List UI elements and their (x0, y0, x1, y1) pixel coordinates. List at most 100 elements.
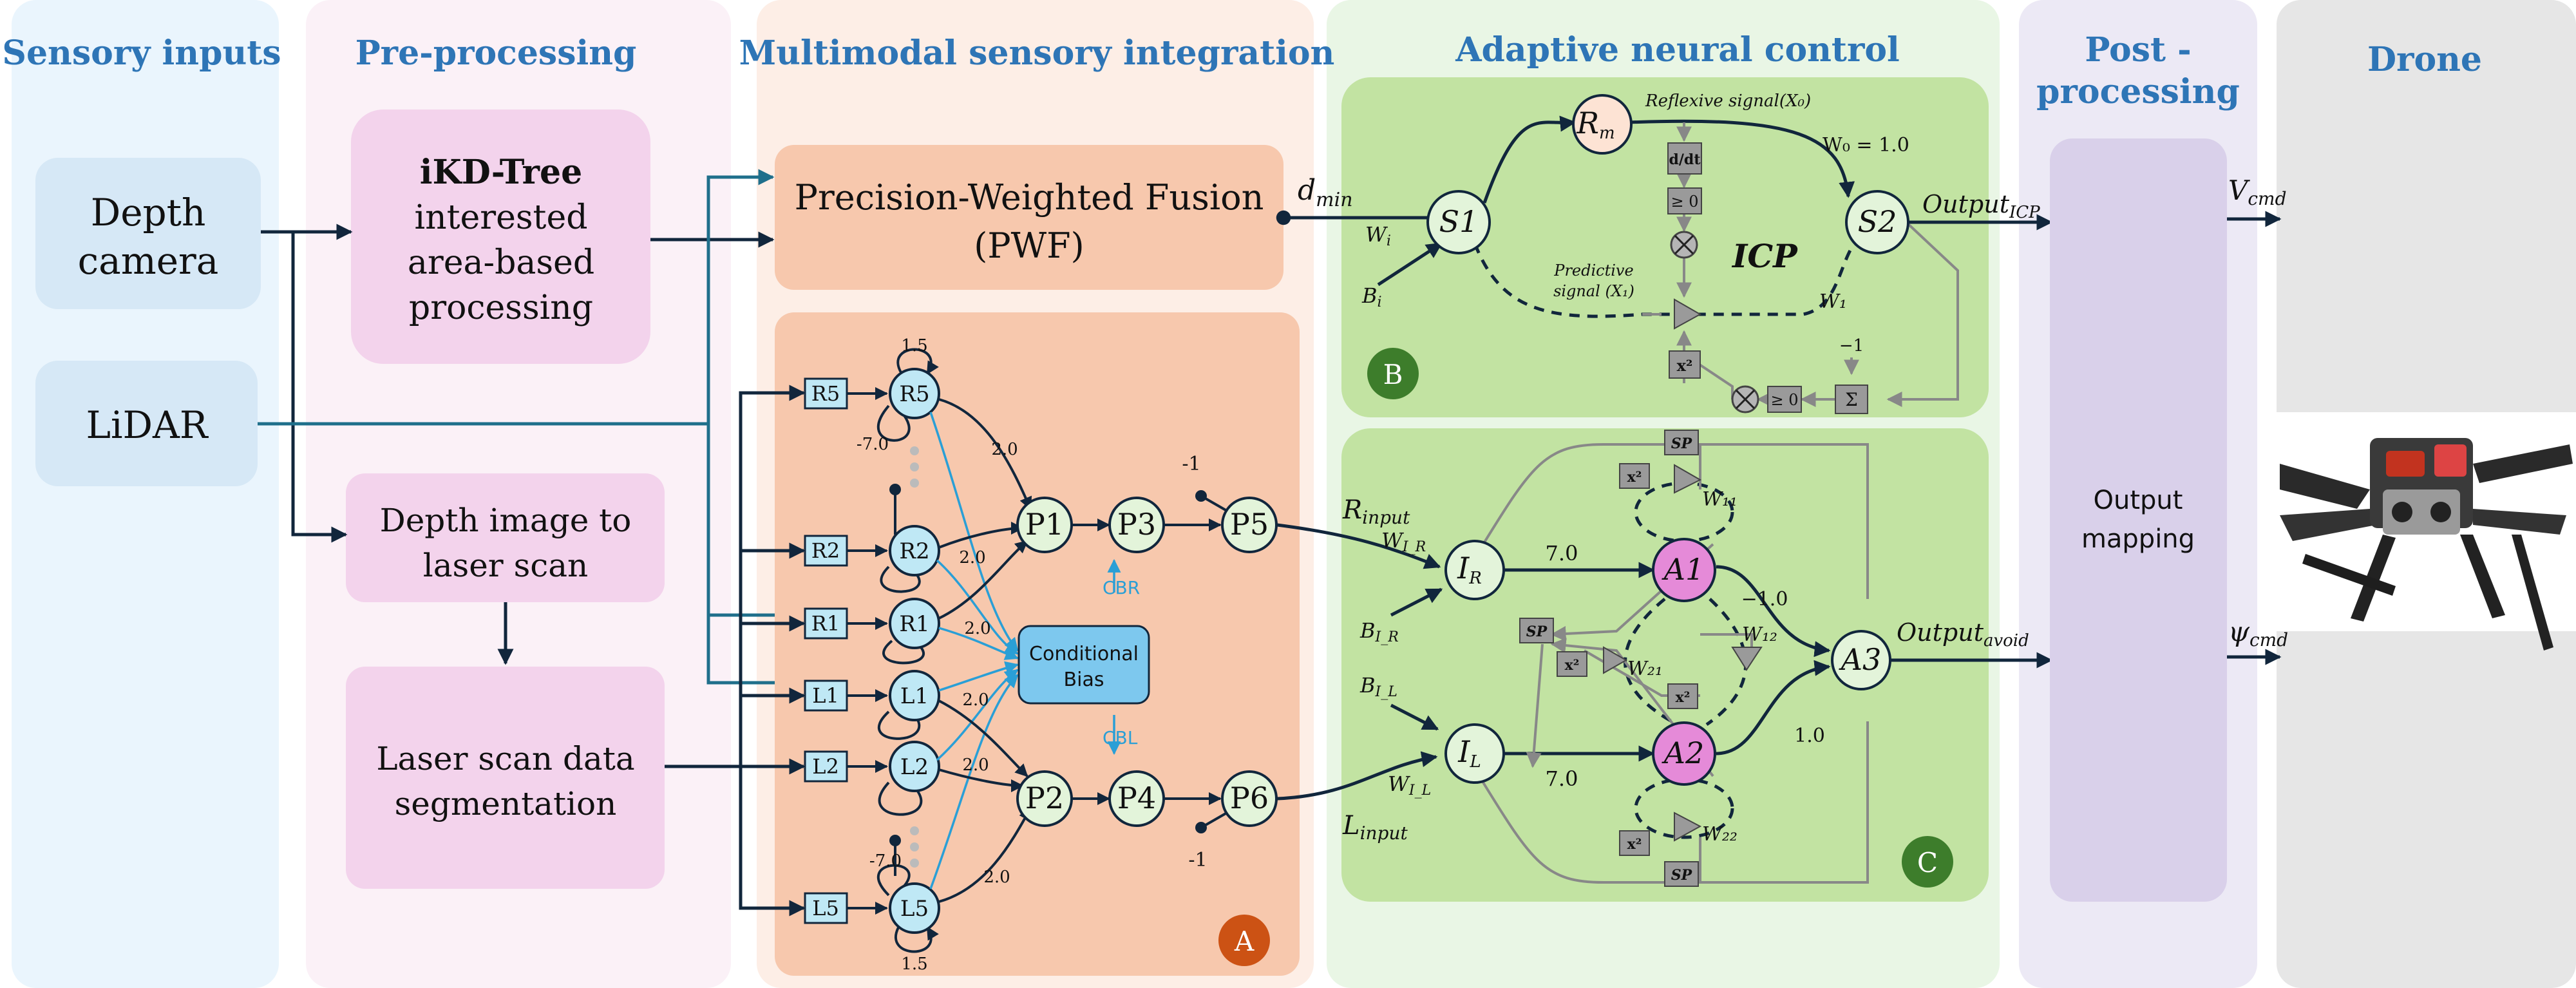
bir-label: BI_R (1359, 618, 1399, 645)
pwf-box (775, 145, 1283, 290)
weight-neg1-0: −1.0 (1741, 588, 1788, 611)
neuron-il (1444, 723, 1505, 784)
header-post-l1: Post - (2085, 30, 2191, 70)
geq0-bottom-label: ≥ 0 (1770, 391, 1798, 409)
header-post-l2: processing (2036, 72, 2240, 111)
gain-w22-icon (1674, 812, 1702, 842)
wi-label: Wi (1365, 222, 1391, 249)
x2-box-mid-right (1667, 683, 1698, 709)
ellipsis-dots (910, 446, 919, 868)
badge-a-label: A (1234, 926, 1255, 957)
x2-box-top-left (1619, 463, 1650, 489)
weight-2-0-l2: 2.0 (962, 755, 989, 775)
ikd-tree-l4: processing (409, 289, 593, 327)
bias-minus1-bottom: -1 (1188, 849, 1207, 871)
neuron-r2-label: R2 (899, 538, 929, 564)
psicmd-label: ψcmd (2228, 616, 2288, 651)
input-l2-label: L2 (812, 754, 839, 779)
ikd-tree-title: iKD-Tree (420, 153, 582, 192)
bias-lines (929, 412, 1121, 889)
geq0-box-top (1667, 187, 1702, 214)
ikd-tree-l2: interested (414, 198, 587, 237)
header-anc: Adaptive neural control (1455, 30, 1900, 70)
neuron-s1 (1426, 190, 1491, 254)
neuron-r1-label: R1 (899, 611, 929, 637)
neuron-s2 (1845, 190, 1909, 254)
depth-camera-l1: Depth (91, 191, 206, 234)
x2-mid-right-label: x² (1676, 689, 1690, 706)
output-mapping-l2: mapping (2081, 524, 2195, 554)
neuron-s1-label: S1 (1439, 204, 1479, 239)
weight-1-5-bottom: 1.5 (901, 955, 927, 974)
neuron-r5-label: R5 (899, 381, 929, 407)
neuron-s2-label: S2 (1858, 204, 1897, 239)
bias-minus1-top: -1 (1182, 453, 1200, 475)
input-r1-box (804, 607, 848, 640)
badge-a (1218, 915, 1270, 966)
badge-b-label: B (1383, 359, 1403, 390)
gain-w21-icon (1603, 646, 1628, 674)
sp-bottom-label: SP (1671, 867, 1693, 884)
weight-2-0-r1: 2.0 (964, 619, 990, 638)
weight-2-0-l1: 2.0 (962, 690, 989, 710)
reflexive-label: Reflexive signal(X₀) (1645, 91, 1811, 111)
icp-lines (1276, 115, 2053, 287)
x2-box-bottom-left (1619, 830, 1650, 856)
p-neuron-lines (1072, 490, 1227, 833)
cbr-label: CBR (1103, 577, 1140, 598)
bil-label: BI_L (1359, 673, 1397, 700)
neuron-p1 (1016, 497, 1073, 553)
x2-top-left-label: x² (1627, 469, 1642, 486)
input-l1-label: L1 (812, 683, 839, 708)
output-icp-label: OutputICP (1922, 190, 2040, 222)
input-r5-label: R5 (811, 381, 840, 406)
x2-box-mid (1557, 651, 1587, 677)
neuron-ir-label: IR (1457, 551, 1482, 588)
sp-box-top (1664, 430, 1699, 455)
depth-to-laser-box (346, 473, 665, 602)
depth-camera-l2: camera (78, 239, 219, 283)
lidar-label: LiDAR (86, 403, 209, 447)
input-to-neuron-arrows (847, 387, 888, 915)
gain-w11-icon (1674, 464, 1702, 494)
dmin-label: dmin (1298, 174, 1353, 211)
neuron-p5 (1221, 497, 1278, 553)
ikd-tree-box (351, 109, 650, 364)
neg1-icp-label: −1 (1839, 336, 1864, 356)
vcmd-label: Vcmd (2228, 175, 2287, 209)
x2-icp-label: x² (1677, 356, 1693, 375)
ddt-label: d/dt (1669, 151, 1701, 168)
x2-bottom-left-label: x² (1627, 836, 1642, 853)
conditional-bias-l1: Conditional (1029, 643, 1139, 665)
icp-box (1341, 77, 1989, 417)
sp-top-label: SP (1671, 435, 1693, 452)
predictive-l2: signal (X₁) (1553, 282, 1634, 300)
sensor-neuron-loops (876, 348, 939, 953)
neuron-p6 (1221, 770, 1278, 827)
conditional-bias-l2: Bias (1064, 669, 1104, 691)
linput-label: Linput (1342, 811, 1408, 844)
icp-label: ICP (1731, 237, 1798, 275)
geq0-box-bottom (1767, 386, 1802, 413)
neuron-p2 (1016, 770, 1073, 827)
x2-box-icp (1669, 350, 1701, 379)
neuron-p2-label: P2 (1025, 781, 1064, 815)
weight-1-0: 1.0 (1794, 725, 1825, 747)
multiply-icon-bottom-x (1735, 389, 1756, 410)
cbl-label: CBL (1103, 727, 1138, 748)
sp-box-mid (1519, 618, 1554, 643)
header-sensory: Sensory inputs (2, 33, 281, 73)
depth-camera-box (35, 158, 261, 309)
neuron-l5 (889, 882, 940, 934)
w12-label: W₁₂ (1742, 623, 1777, 646)
input-r1-label: R1 (811, 611, 840, 636)
input-r2-label: R2 (811, 538, 840, 563)
neuron-a2-label: A2 (1662, 736, 1705, 770)
gain-w12-icon (1731, 647, 1763, 671)
wil-label: WI_L (1388, 772, 1431, 799)
bi-label: Bi (1361, 283, 1382, 310)
x2-mid-label: x² (1565, 657, 1580, 674)
neuron-a2 (1652, 721, 1716, 786)
input-boxes: R5 R2 R1 L1 L2 L5 (804, 377, 848, 924)
